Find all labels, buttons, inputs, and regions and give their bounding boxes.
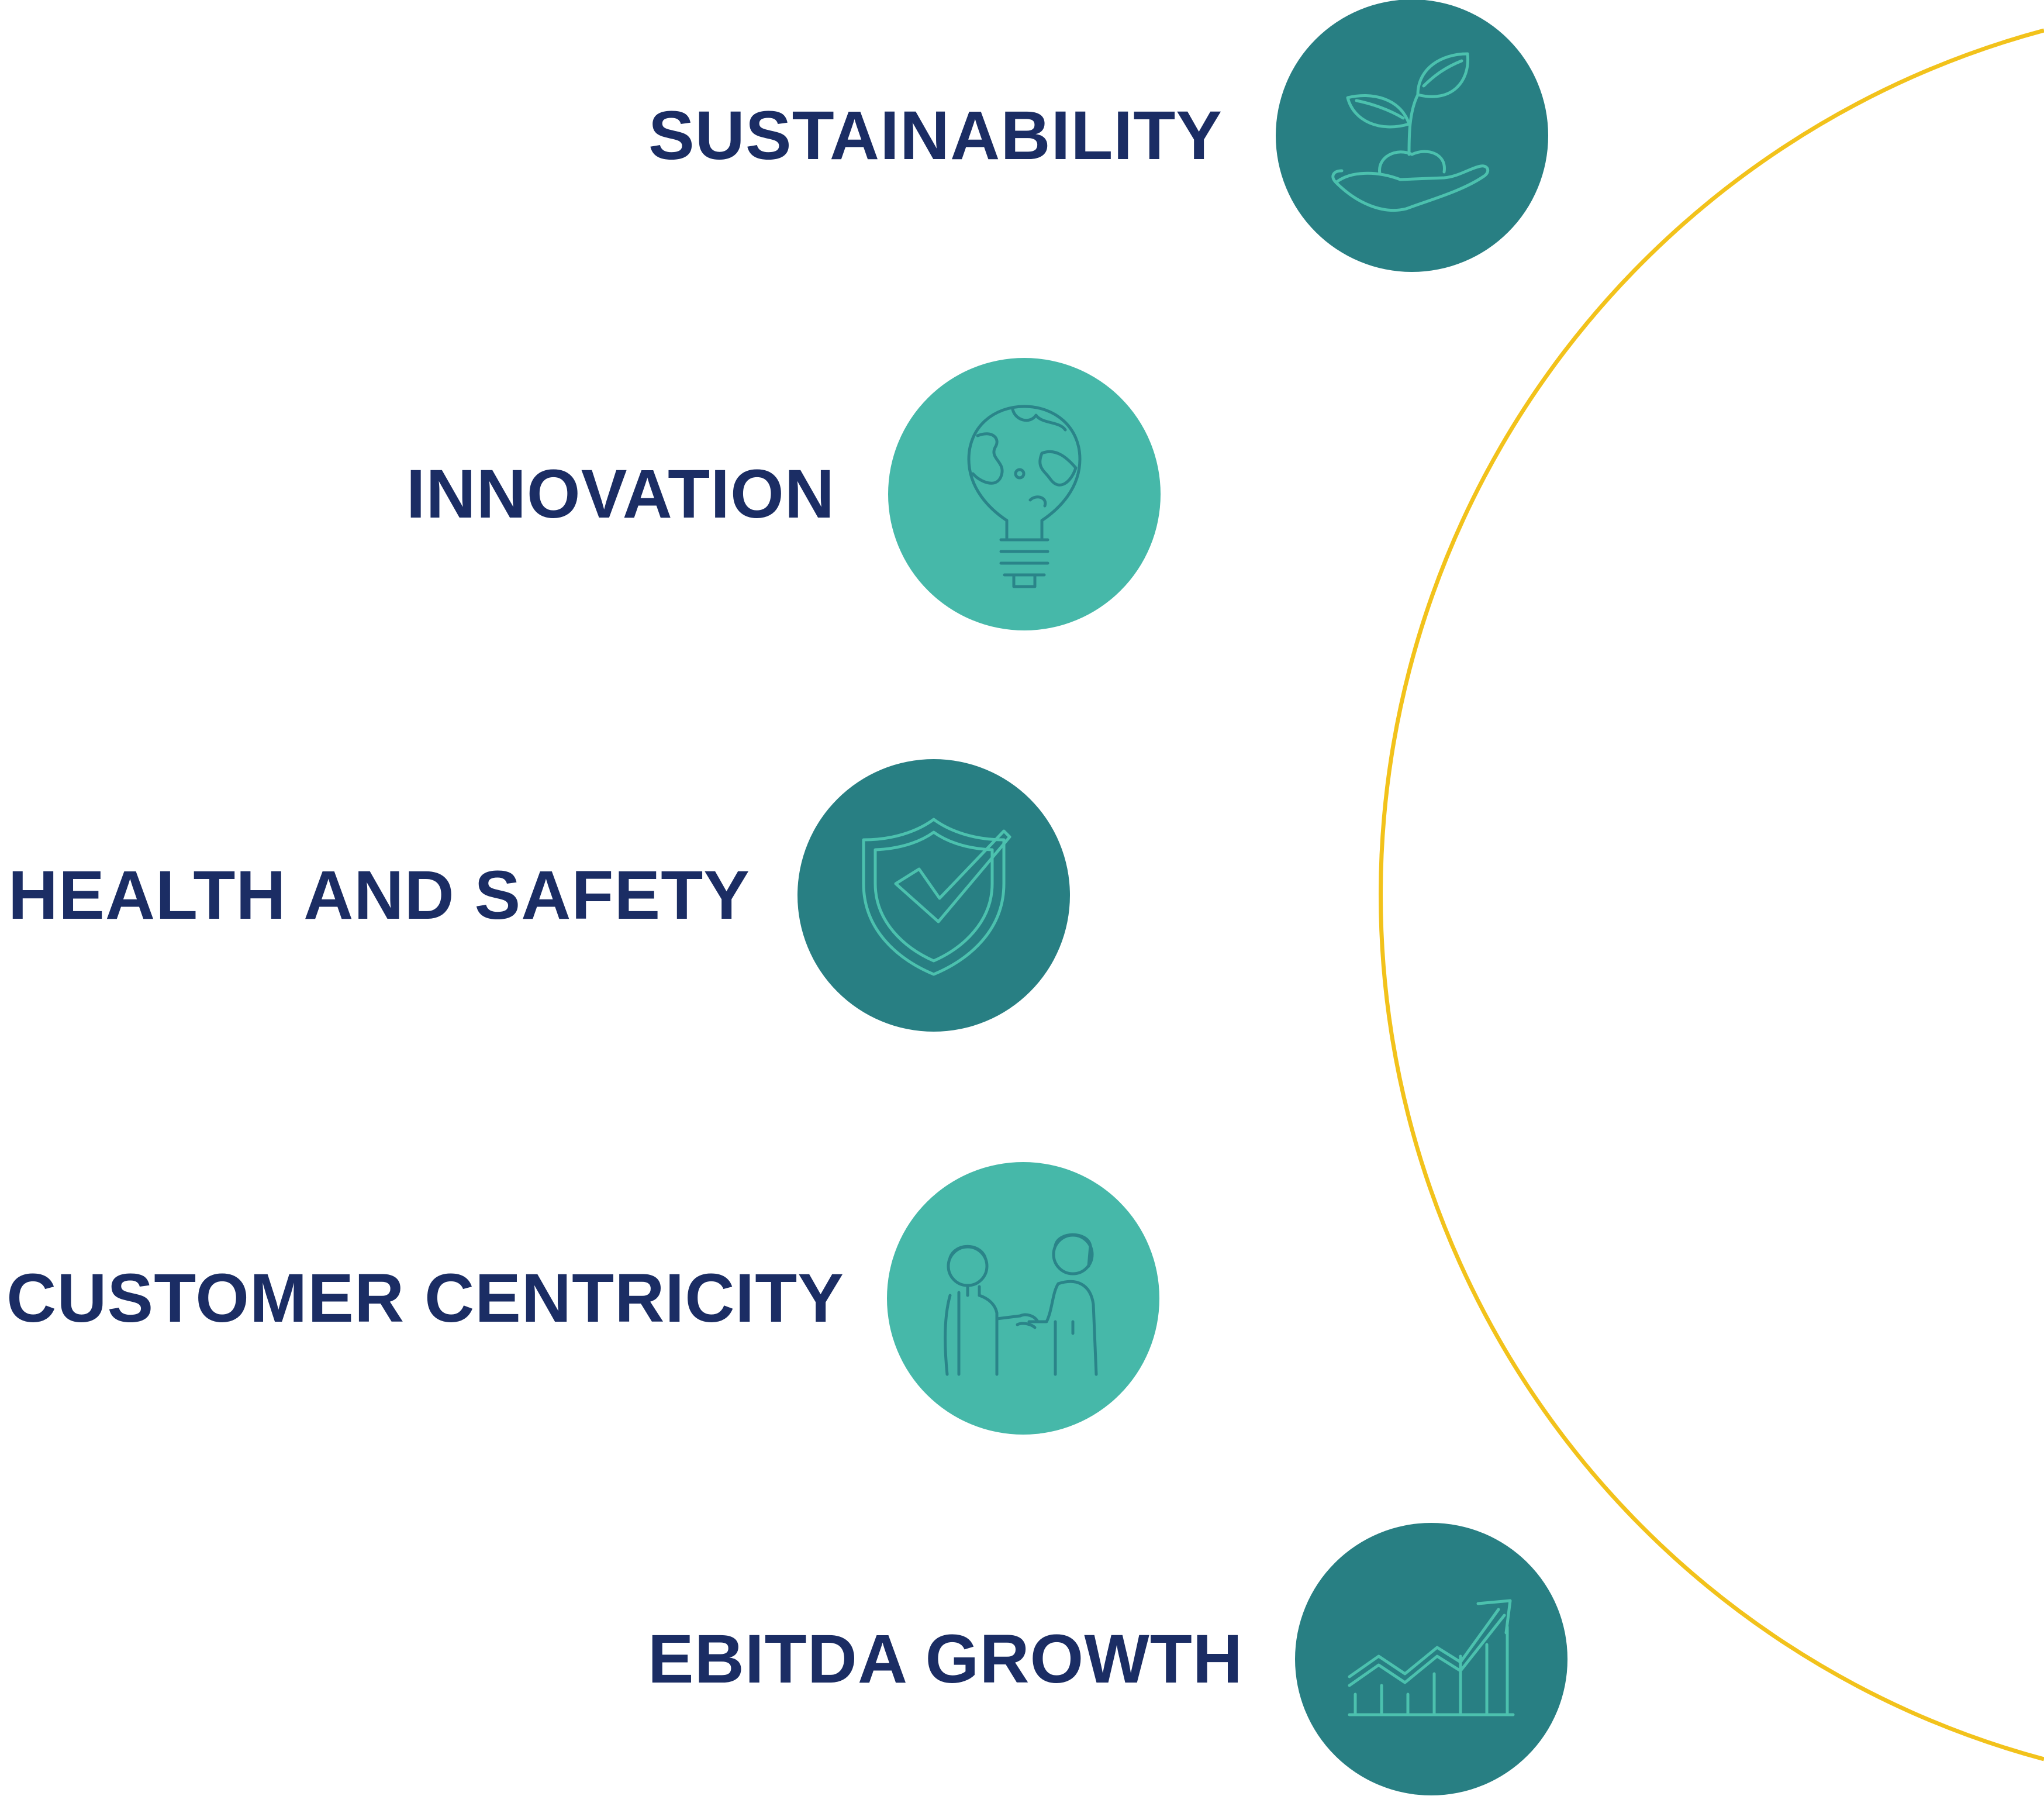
handshake-people-icon [944,1233,1098,1376]
icon-circle [1276,0,1548,272]
growth-chart-icon [1348,1599,1515,1716]
icon-circle [797,759,1070,1032]
value-label-health-and-safety: HEALTH AND SAFETY [8,857,750,934]
value-node-customer-centricity [887,1162,1159,1435]
seedling-in-hand-icon [1331,52,1490,212]
value-node-ebitda-growth [1295,1523,1567,1795]
value-node-sustainability [1276,0,1548,272]
value-label-ebitda-growth: EBITDA GROWTH [647,1621,1243,1698]
connector-arc [1379,28,2044,1761]
shield-check-icon [862,818,1011,976]
icon-circle [888,358,1161,630]
value-node-innovation [888,358,1161,630]
icon-circle [887,1162,1159,1435]
value-node-health-and-safety [797,759,1070,1032]
value-label-sustainability: SUSTAINABILITY [648,97,1223,174]
value-label-customer-centricity: CUSTOMER CENTRICITY [6,1260,844,1337]
value-label-innovation: INNOVATION [406,456,835,533]
globe-lightbulb-icon [967,405,1082,588]
